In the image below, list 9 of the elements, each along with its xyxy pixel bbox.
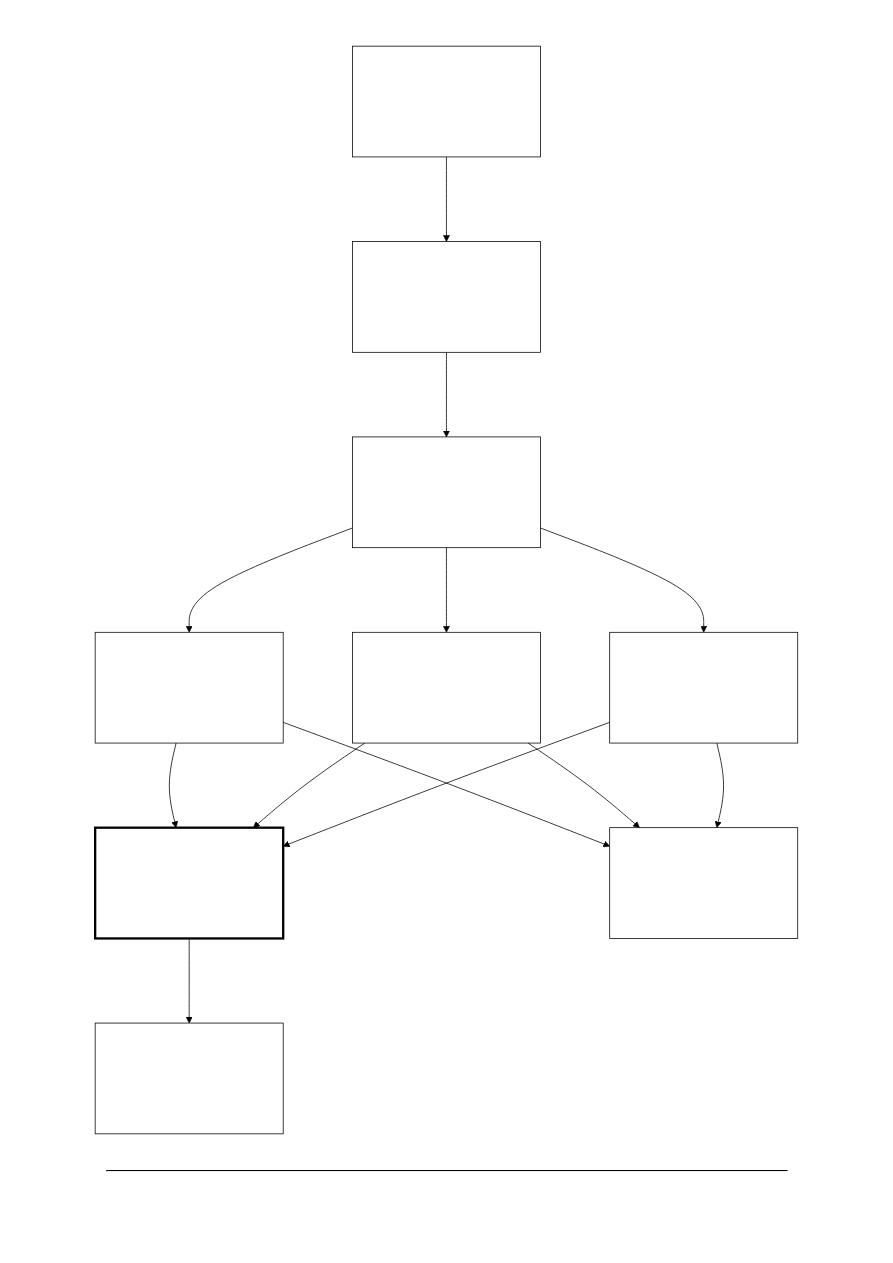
process-box <box>94 826 285 940</box>
process-box <box>352 241 541 353</box>
process-box <box>352 436 541 549</box>
process-box <box>609 827 799 939</box>
process-box <box>609 631 799 744</box>
process-box <box>352 45 541 158</box>
process-box <box>352 631 541 744</box>
process-box <box>94 631 284 744</box>
process-box <box>94 1022 284 1135</box>
